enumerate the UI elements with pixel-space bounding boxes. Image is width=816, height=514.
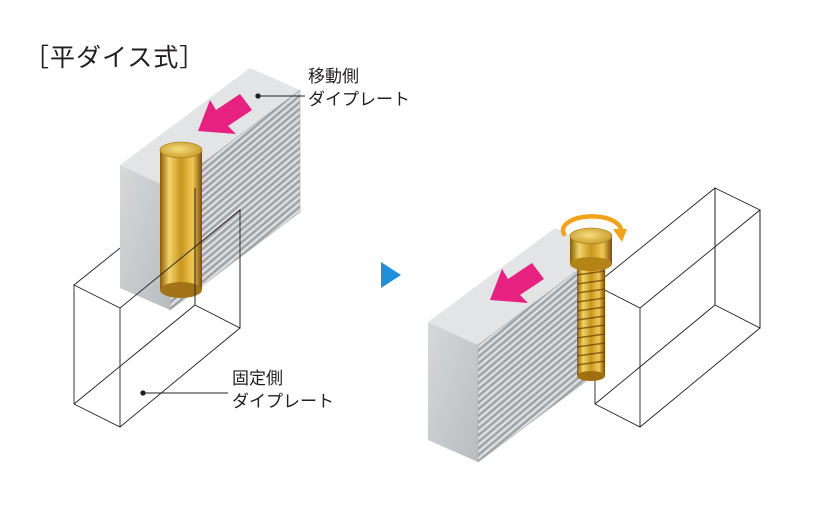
- fixed-plate-label-line2: ダイプレート: [232, 392, 334, 412]
- left-fixed-plate-front: [73, 188, 241, 428]
- right-fixed-plate-back: [594, 187, 761, 405]
- right-assembly: [428, 187, 761, 463]
- left-blank-cylinder: [159, 141, 203, 298]
- play-triangle-icon: [381, 262, 401, 288]
- fixed-plate-label-line1: 固定側: [232, 369, 283, 389]
- diagram-title: ［平ダイス式］: [24, 43, 206, 72]
- fixed-plate-label: 固定側 ダイプレート: [232, 368, 334, 414]
- leader-lines-left: [140, 93, 305, 396]
- arrow-left-icon: [198, 94, 252, 134]
- right-fixed-plate-front: [594, 209, 761, 428]
- right-threaded-screw: [569, 227, 613, 381]
- left-assembly: [73, 68, 301, 428]
- moving-plate-label-line2: ダイプレート: [308, 90, 410, 110]
- arrow-left-icon: [490, 263, 544, 303]
- rotation-arrow-icon: [560, 214, 627, 242]
- moving-plate-label: 移動側 ダイプレート: [308, 66, 410, 112]
- moving-plate-label-line1: 移動側: [308, 67, 359, 87]
